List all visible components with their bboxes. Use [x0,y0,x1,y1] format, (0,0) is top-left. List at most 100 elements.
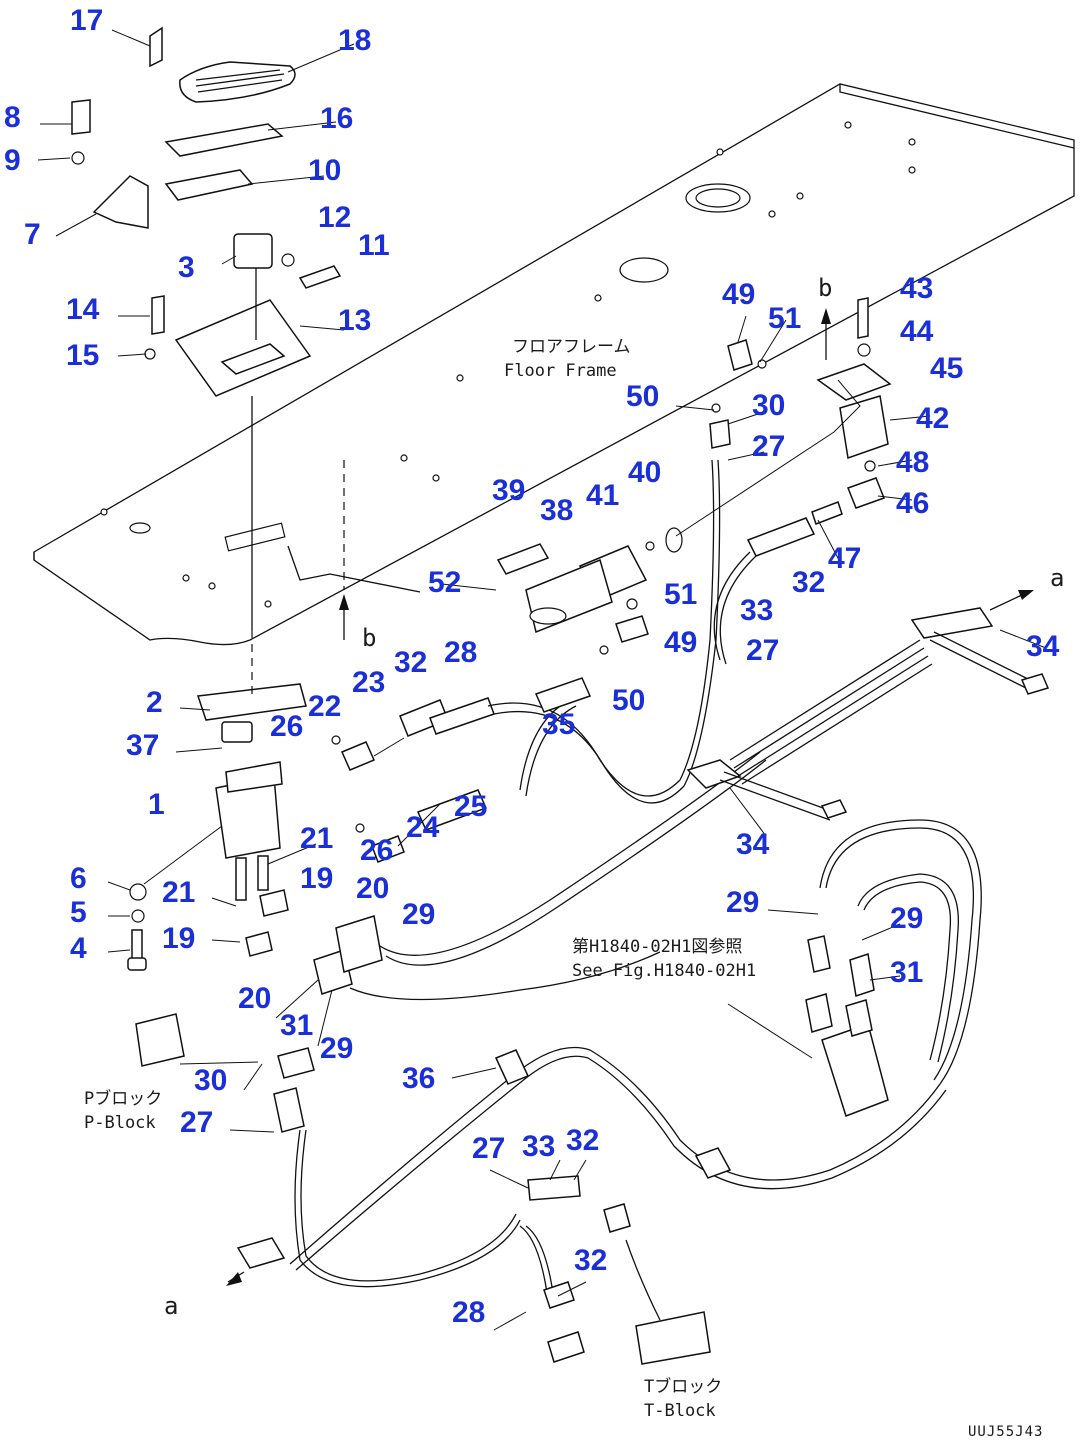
callout-c25: 25 [454,790,487,823]
callout-c29c: 29 [890,902,923,935]
callout-c39: 39 [492,474,525,507]
callout-c35: 35 [542,708,575,741]
callout-c26a: 26 [270,710,303,743]
callout-c20b: 20 [238,982,271,1015]
callout-c16: 16 [320,102,353,135]
callout-c49b: 49 [664,626,697,659]
callout-c6: 6 [70,862,87,895]
callout-c21a: 21 [300,822,333,855]
callout-c45: 45 [930,352,963,385]
hose-lines [287,459,982,1301]
callout-c40: 40 [628,456,661,489]
callout-c1: 1 [148,788,165,821]
drawing-code: UUJ55J43 [968,1424,1043,1440]
callout-c33a: 33 [740,594,773,627]
callout-c4: 4 [70,932,87,965]
callout-c33b: 33 [522,1130,555,1163]
hose-clamps [236,607,1050,1269]
p-block [135,1013,315,1133]
callout-c11: 11 [358,229,390,262]
marker-b-upper: b [818,274,832,302]
callout-c44: 44 [900,315,934,348]
callout-c28b: 28 [452,1296,485,1329]
callout-c30b: 30 [194,1064,227,1097]
cylinder-38 [496,527,683,713]
marker-b-lower: b [362,624,376,652]
floor-frame-jp-label: フロアフレーム [512,337,631,357]
callout-c32b: 32 [394,646,427,679]
callout-c52: 52 [428,566,461,599]
callout-c24: 24 [406,811,440,844]
direction-arrows [226,308,1034,1286]
callout-c2: 2 [146,686,163,719]
callout-c41: 41 [586,479,619,512]
callout-c29b: 29 [402,898,435,931]
callout-c49a: 49 [722,278,755,311]
callout-c27d: 27 [472,1132,505,1165]
see-fig-jp-label: 第H1840-02H1図参照 [572,937,742,957]
callout-c3: 3 [178,251,195,284]
callout-c31a: 31 [890,956,923,989]
callout-c29a: 29 [726,886,759,919]
callout-c14: 14 [66,293,100,326]
callout-c7: 7 [24,218,41,251]
t-block [527,1175,711,1365]
callout-c15: 15 [66,339,99,372]
marker-a-left: a [164,1292,178,1320]
floor-frame-plate [33,83,1075,646]
callout-c5: 5 [70,896,87,929]
callout-c32c: 32 [566,1124,599,1157]
callout-c29d: 29 [320,1032,353,1065]
pedal-assembly [71,26,342,397]
callout-c50b: 50 [612,684,645,717]
p-block-jp-label: Pブロック [84,1088,162,1109]
see-fig-en-label: See Fig.H1840-02H1 [572,961,756,981]
callout-c28a: 28 [444,636,477,669]
callout-c38: 38 [540,494,573,527]
t-block-jp-label: Tブロック [644,1376,722,1397]
callout-c31b: 31 [280,1009,313,1042]
callout-c32d: 32 [574,1244,607,1277]
callout-c27a: 27 [752,430,785,463]
callout-c26b: 26 [360,834,393,867]
callout-c32a: 32 [792,566,825,599]
callout-c19a: 19 [300,862,333,895]
callout-c51a: 51 [768,302,801,335]
valve-block-42 [709,297,892,557]
p-block-en-label: P-Block [84,1113,156,1133]
callout-c13: 13 [338,304,371,337]
callout-c43: 43 [900,272,933,305]
ref-valve-block [727,935,889,1117]
floor-frame-en-label: Floor Frame [504,361,617,381]
callout-c19b: 19 [162,922,195,955]
leader-lines [37,29,1047,1331]
callout-c18: 18 [338,24,371,57]
callout-c21b: 21 [162,876,195,909]
callout-c9: 9 [4,144,21,177]
pedal-valve [127,396,307,971]
callout-c10: 10 [308,154,341,187]
callout-c22: 22 [308,690,341,723]
callout-c23: 23 [352,666,385,699]
callout-c12: 12 [318,201,351,234]
callout-c27c: 27 [180,1106,213,1139]
callout-c50a: 50 [626,380,659,413]
callout-c17: 17 [70,4,103,37]
callout-c27b: 27 [746,634,779,667]
callout-c37: 37 [126,729,159,762]
annotation-labels: フロアフレーム Floor Frame 第H1840-02H1図参照 See F… [84,274,1064,1440]
callout-c48: 48 [896,446,929,479]
callout-c42: 42 [916,402,949,435]
callout-c46: 46 [896,487,929,520]
callout-c36: 36 [402,1062,435,1095]
t-block-en-label: T-Block [644,1401,716,1421]
callout-c34a: 34 [1026,630,1060,663]
callout-c30a: 30 [752,389,785,422]
callout-c20a: 20 [356,872,389,905]
valve-fittings [245,697,495,995]
callout-c51b: 51 [664,578,697,611]
callout-c47: 47 [828,542,861,575]
callout-c8: 8 [4,101,21,134]
